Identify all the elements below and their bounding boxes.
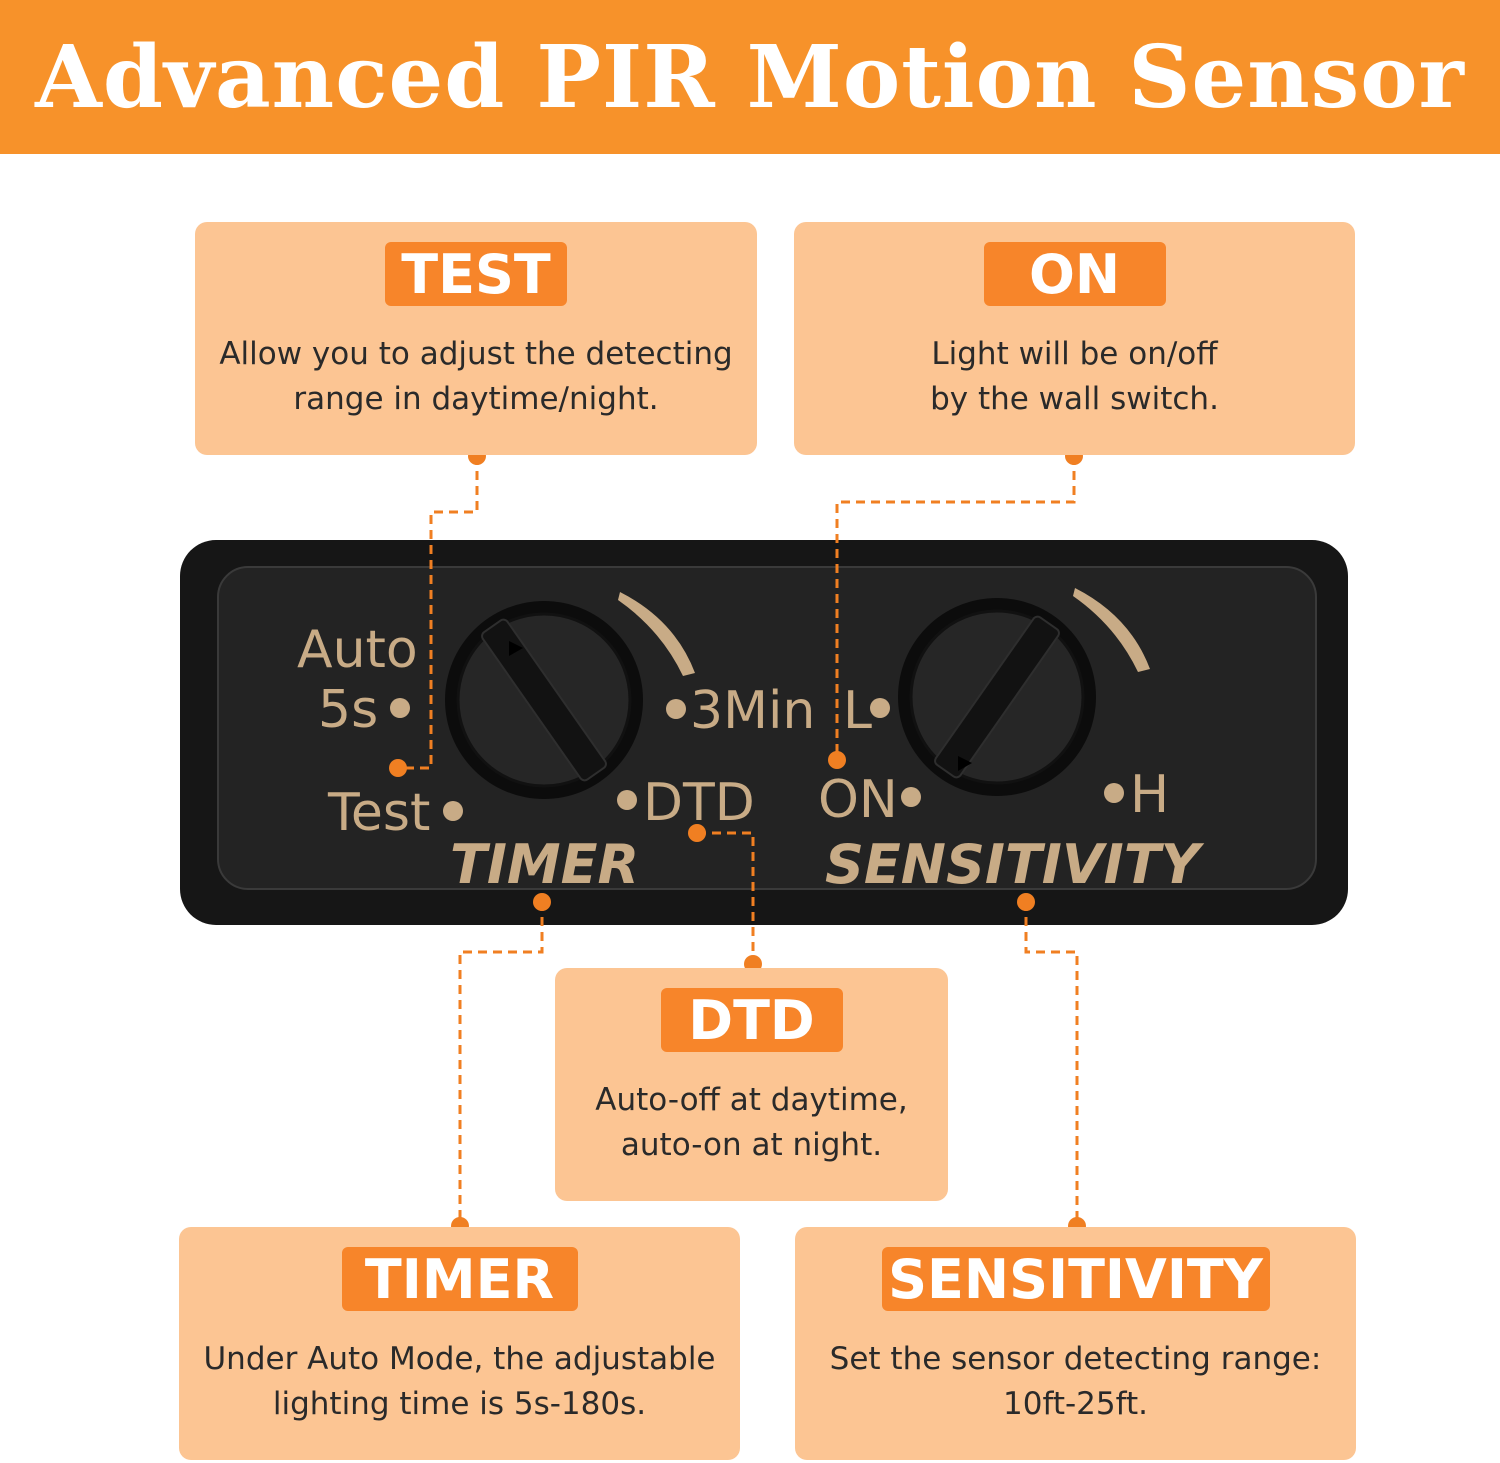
dot-l [870, 698, 890, 718]
pill-on: ON [983, 242, 1166, 306]
label-on: ON [818, 770, 898, 830]
callout-timer-line [458, 902, 544, 1226]
label-auto: Auto [297, 620, 418, 680]
dot-h [1104, 783, 1124, 803]
callout-test-line [398, 456, 479, 770]
card-on-description: Light will be on/off by the wall switch. [930, 336, 1219, 417]
card-sensitivity: SENSITIVITY Set the sensor detecting ran… [795, 1227, 1356, 1460]
sensitivity-pointer-icon [958, 756, 972, 771]
card-timer-description: Under Auto Mode, the adjustable lighting… [203, 1341, 716, 1422]
label-h: H [1130, 765, 1169, 825]
pill-sensitivity: SENSITIVITY [881, 1247, 1270, 1311]
timer-range-arc [618, 592, 695, 676]
sensitivity-knob[interactable] [898, 598, 1096, 796]
card-test: TEST Allow you to adjust the detecting r… [195, 222, 757, 455]
card-timer: TIMER Under Auto Mode, the adjustable li… [179, 1227, 740, 1460]
pill-test: TEST [385, 242, 567, 306]
label-l: L [843, 681, 872, 741]
card-test-description: Allow you to adjust the detecting range … [219, 336, 733, 417]
callout-dtd-line [697, 831, 755, 964]
dot-3min [666, 699, 686, 719]
header-banner: Advanced PIR Motion Sensor [0, 0, 1500, 154]
dot-5s [390, 698, 410, 718]
card-sensitivity-description: Set the sensor detecting range: 10ft-25f… [829, 1341, 1322, 1422]
callout-lines [398, 456, 1079, 1226]
label-dtd: DTD [643, 773, 755, 833]
pill-dtd: DTD [660, 988, 843, 1052]
timer-knob[interactable] [445, 601, 643, 799]
callout-on-line [835, 456, 1076, 760]
panel-title-timer: TIMER [450, 833, 639, 896]
card-on: ON Light will be on/off by the wall swit… [794, 222, 1355, 455]
label-test: Test [327, 783, 430, 843]
dot-test [443, 801, 463, 821]
dot-dtd [617, 790, 637, 810]
callout-sensitivity-line [1024, 902, 1079, 1226]
timer-pointer-icon [509, 641, 523, 656]
panel-title-sensitivity: SENSITIVITY [825, 833, 1205, 896]
dot-on [901, 787, 921, 807]
sensitivity-range-arc [1073, 588, 1150, 672]
pill-timer: TIMER [341, 1247, 578, 1311]
label-5s: 5s [318, 680, 378, 740]
card-dtd: DTD Auto-off at daytime, auto-on at nigh… [555, 968, 948, 1201]
card-dtd-description: Auto-off at daytime, auto-on at night. [595, 1082, 908, 1163]
label-3min: 3Min [690, 681, 815, 741]
page-title: Advanced PIR Motion Sensor [35, 26, 1465, 128]
